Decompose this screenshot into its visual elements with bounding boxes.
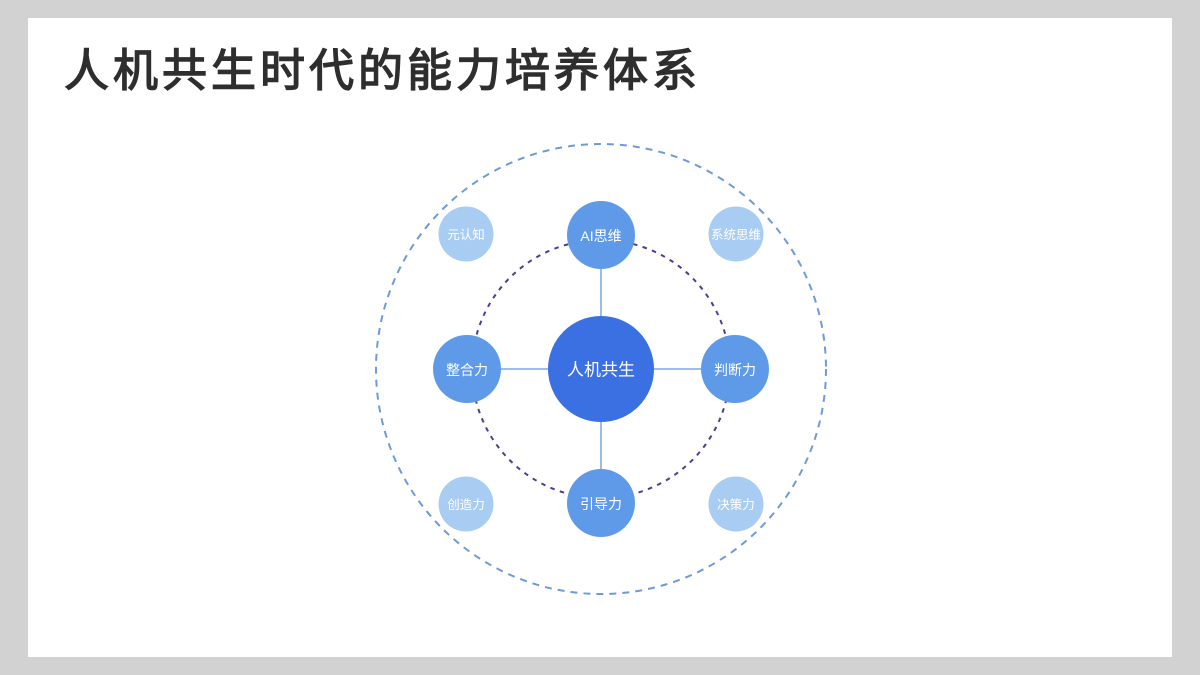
outer-node-label: 决策力	[717, 497, 755, 512]
outer-node-label: 元认知	[447, 228, 485, 242]
outer-node-label: 创造力	[447, 498, 485, 512]
outer-node-top-right: 系统思维	[708, 206, 764, 262]
inner-node-circle	[701, 335, 769, 403]
center-node-circle	[548, 316, 654, 422]
capability-diagram: 元认知 系统思维 决策力 创造力 AI思维 判断力 引导力 整合力	[375, 143, 827, 595]
outer-node-circle	[708, 206, 764, 262]
outer-node-circle	[708, 476, 764, 532]
slide: 人机共生时代的能力培养体系 元认知 系统思维 决策力 创造力 A	[28, 18, 1172, 657]
outer-node-bottom-right: 决策力	[708, 476, 764, 532]
inner-node-circle	[567, 469, 635, 537]
inner-node-label: 整合力	[446, 362, 488, 378]
inner-node-left: 整合力	[433, 335, 501, 403]
inner-node-circle	[567, 201, 635, 269]
center-node-label: 人机共生	[567, 361, 635, 380]
outer-node-circle	[438, 476, 494, 532]
center-node: 人机共生	[548, 316, 654, 422]
inner-node-circle	[433, 335, 501, 403]
inner-node-label: 引导力	[580, 496, 622, 512]
inner-node-top: AI思维	[567, 201, 635, 269]
inner-node-label: AI思维	[580, 228, 621, 244]
outer-node-circle	[438, 206, 494, 262]
outer-node-label: 系统思维	[711, 228, 761, 242]
inner-node-right: 判断力	[701, 335, 769, 403]
inner-node-label: 判断力	[714, 362, 756, 378]
outer-node-bottom-left: 创造力	[438, 476, 494, 532]
outer-dashed-ring	[375, 143, 827, 595]
outer-node-top-left: 元认知	[438, 206, 494, 262]
slide-title: 人机共生时代的能力培养体系	[64, 45, 702, 96]
inner-node-bottom: 引导力	[567, 469, 635, 537]
